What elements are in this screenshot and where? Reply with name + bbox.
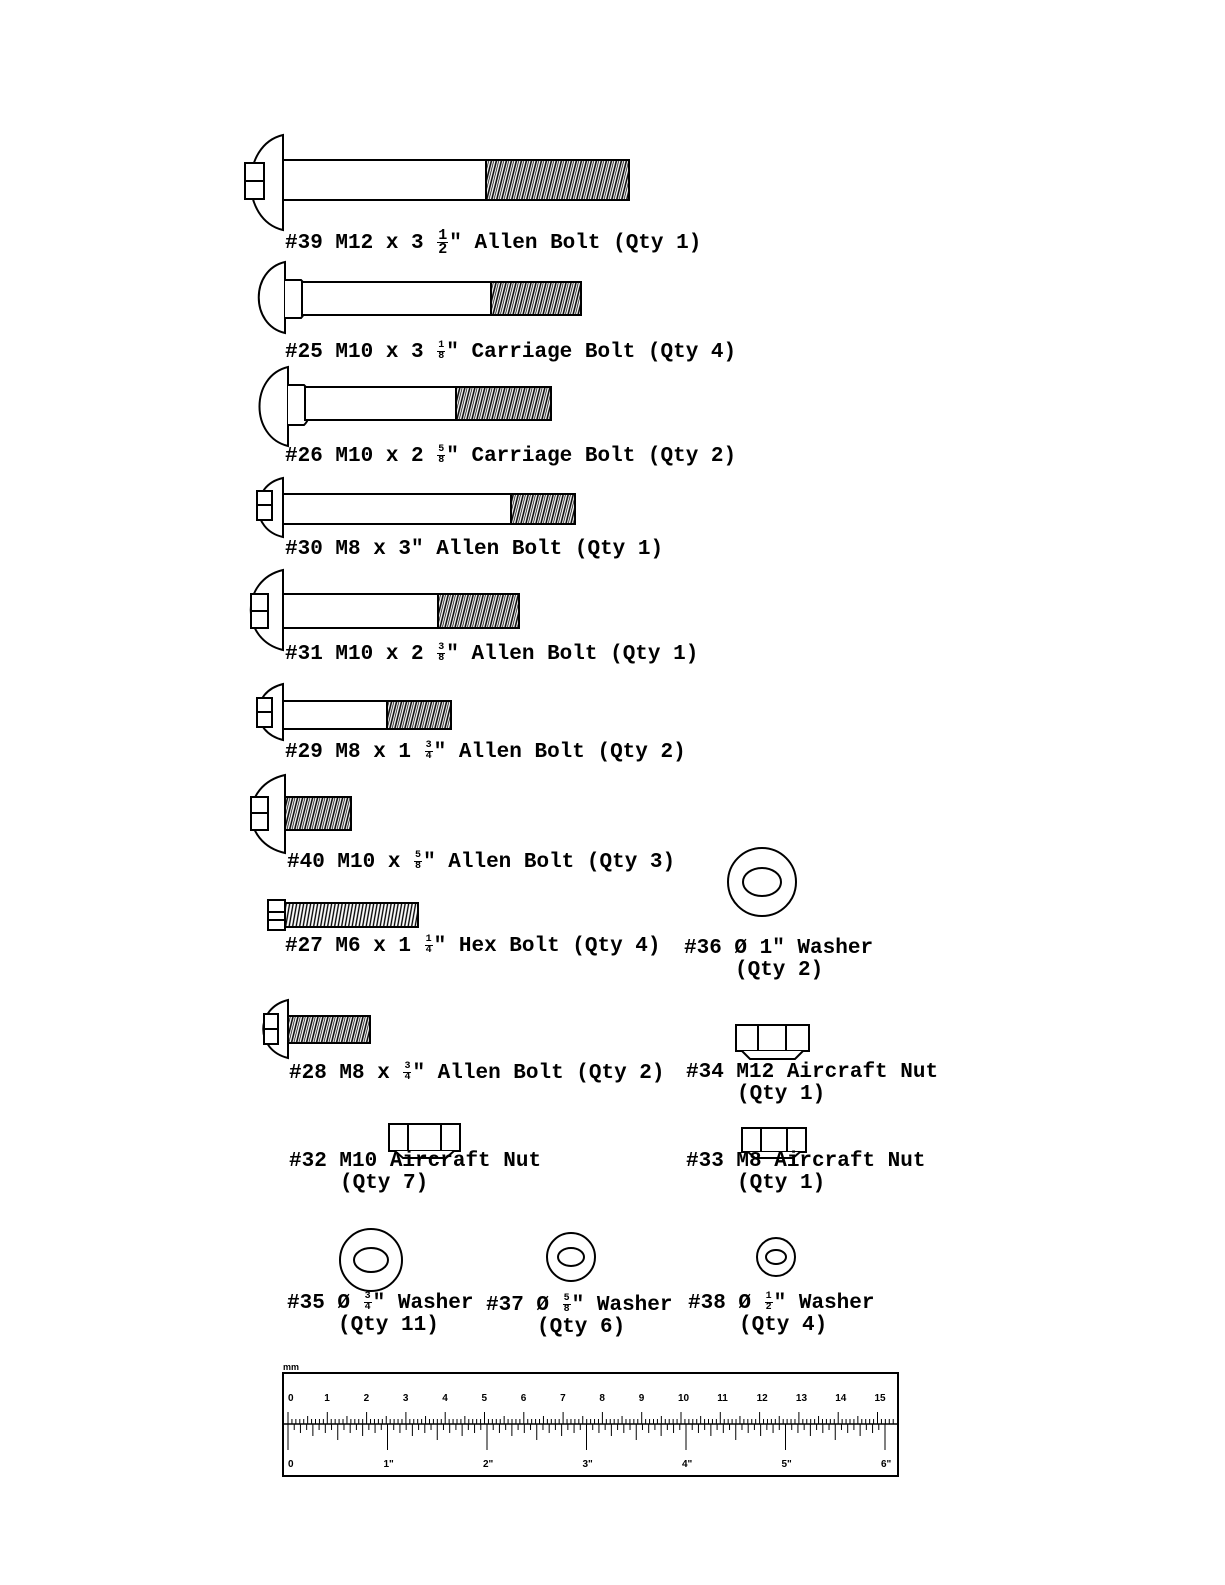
- ruler-cm-label: 9: [638, 1393, 645, 1404]
- part-34-label: #34 M12 Aircraft Nut (Qty 1): [686, 1061, 939, 1106]
- ruler-cm-label: 13: [795, 1393, 808, 1404]
- washer-37-drawing: [546, 1232, 596, 1282]
- ruler-cm-label: 6: [520, 1393, 527, 1404]
- ruler-cm-label: 14: [835, 1393, 847, 1404]
- hex-bolt-27-drawing: [267, 899, 419, 931]
- allen-bolt-40-drawing: [250, 773, 352, 855]
- washer-36-drawing: [727, 847, 797, 917]
- ruler-cm-label: 11: [717, 1393, 728, 1404]
- ruler-inch-label: 5": [781, 1459, 792, 1470]
- ruler-inch-label: 0: [288, 1459, 294, 1470]
- ruler-cm-label: 1: [324, 1393, 330, 1404]
- ruler-cm-label: 3: [402, 1393, 409, 1404]
- ruler-mm-label: mm: [283, 1362, 300, 1372]
- washer-38-drawing: [756, 1237, 796, 1277]
- ruler-inch-label: 4": [682, 1459, 693, 1470]
- carriage-bolt-25-drawing: [257, 260, 582, 335]
- ruler-cm-label: 5: [481, 1393, 488, 1404]
- ruler-inch-label: 1": [383, 1459, 394, 1470]
- ruler-inch-label: 2": [483, 1459, 494, 1470]
- inch-ticks: [287, 1424, 886, 1450]
- washer-35-drawing: [339, 1228, 403, 1292]
- ruler-cm-label: 4: [442, 1393, 448, 1404]
- part-33-label: #33 M8 Aircraft Nut (Qty 1): [686, 1150, 926, 1195]
- allen-bolt-31-drawing: [249, 568, 520, 652]
- part-32-label: #32 M10 Aircraft Nut (Qty 7): [289, 1150, 542, 1195]
- ruler-cm-label: 12: [756, 1393, 768, 1404]
- allen-bolt-28-drawing: [262, 998, 371, 1060]
- part-30-label: #30 M8 x 3" Allen Bolt (Qty 1): [285, 538, 664, 561]
- ruler-inch-label: 6": [881, 1459, 892, 1470]
- allen-bolt-29-drawing: [256, 682, 452, 742]
- aircraft-nut-33-drawing: [741, 1127, 807, 1159]
- allen-bolt-39-drawing: [244, 133, 630, 232]
- allen-bolt-30-drawing: [256, 476, 576, 539]
- ruler-cm-label: 0: [288, 1393, 294, 1404]
- ruler-cm-label: 7: [560, 1393, 566, 1404]
- ruler-cm-label: 2: [363, 1393, 370, 1404]
- ruler-cm-label: 15: [874, 1393, 886, 1404]
- mm-ticks: [287, 1412, 894, 1424]
- aircraft-nut-32-drawing: [388, 1123, 461, 1159]
- aircraft-nut-34-drawing: [735, 1024, 810, 1060]
- part-36-label: #36 Ø 1" Washer (Qty 2): [684, 937, 874, 982]
- ruler-inch-label: 3": [582, 1459, 593, 1470]
- carriage-bolt-26-drawing: [258, 365, 552, 448]
- ruler-cm-label: 10: [678, 1393, 690, 1404]
- ruler-cm-label: 8: [599, 1393, 605, 1404]
- ruler: [282, 1372, 899, 1477]
